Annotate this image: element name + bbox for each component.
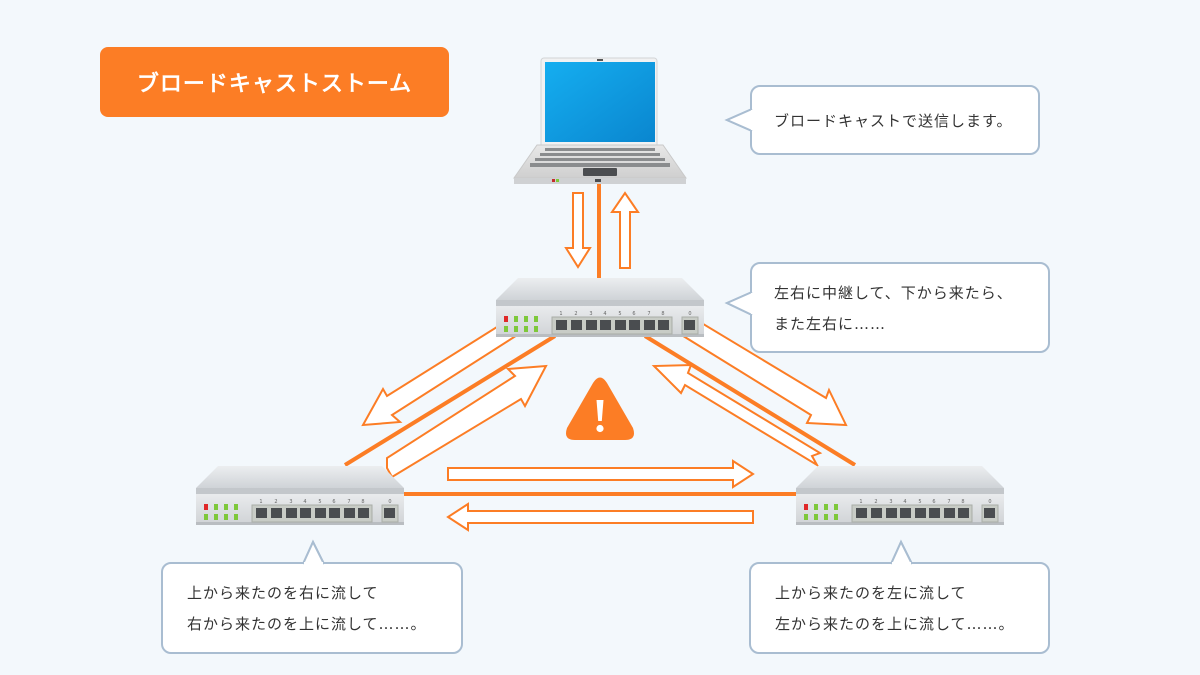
switch-right-icon (795, 465, 1005, 526)
arrow-left-icon (446, 502, 754, 532)
arrow-down-left-icon (361, 313, 523, 427)
link-top-left (343, 334, 557, 467)
arrow-up-left-icon (651, 363, 823, 468)
link-top-right (643, 334, 857, 467)
warning-icon (566, 377, 634, 440)
speech-bubble-laptop: ブロードキャストで送信します。 (750, 85, 1040, 155)
laptop-icon (513, 57, 687, 184)
arrow-up-icon (610, 191, 640, 269)
bubble-text: 左右に中継して、下から来たら、 (774, 284, 1013, 302)
bubble-text: また左右に…… (774, 315, 887, 333)
arrow-down-icon (564, 192, 592, 269)
speech-bubble-switch-top: 左右に中継して、下から来たら、 また左右に…… (750, 262, 1050, 353)
arrow-right-icon (447, 459, 755, 489)
speech-bubble-switch-right: 上から来たのを左に流して 左から来たのを上に流して……。 (749, 562, 1050, 654)
switch-top-icon (495, 277, 705, 338)
bubble-text: 上から来たのを左に流して (775, 584, 967, 602)
bubble-text: 右から来たのを上に流して……。 (187, 615, 427, 633)
bubble-tail (724, 108, 753, 132)
switch-left-icon (195, 465, 405, 526)
bubble-text: 左から来たのを上に流して……。 (775, 615, 1015, 633)
bubble-text: 上から来たのを右に流して (187, 584, 379, 602)
bubble-tail (890, 539, 913, 565)
bubble-text: ブロードキャストで送信します。 (774, 112, 1013, 130)
diagram-title: ブロードキャストストーム (100, 47, 449, 117)
speech-bubble-switch-left: 上から来たのを右に流して 右から来たのを上に流して……。 (161, 562, 463, 654)
arrow-down-right-icon (678, 314, 848, 427)
bubble-tail (724, 291, 753, 316)
arrow-up-right-icon (386, 364, 548, 479)
bubble-tail (302, 539, 325, 565)
